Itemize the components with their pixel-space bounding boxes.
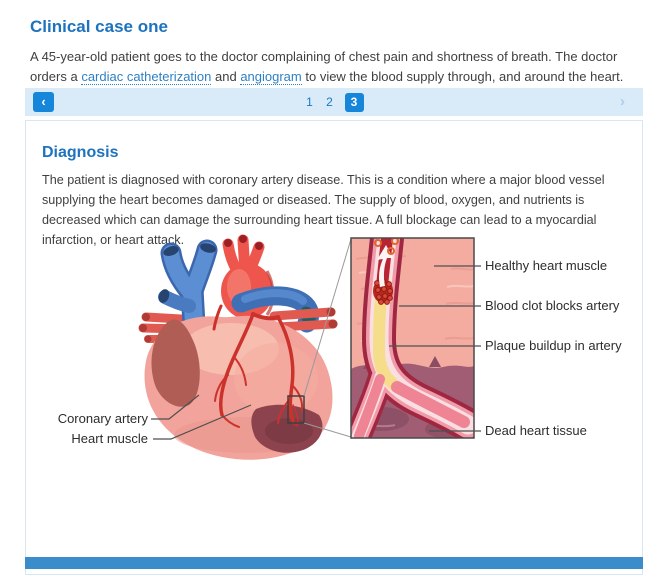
- zoom-source-rectangle: [287, 395, 305, 424]
- pagination-bar: ‹ 1 2 3 ›: [25, 88, 643, 116]
- angiogram-link[interactable]: angiogram: [240, 69, 302, 85]
- label-blood-clot-blocks-artery: Blood clot blocks artery: [485, 298, 620, 313]
- label-healthy-heart-muscle: Healthy heart muscle: [485, 258, 608, 273]
- vena-cava-blue-vessel: [158, 239, 218, 337]
- heart-body: [144, 315, 333, 460]
- bottom-section-bar: [25, 557, 643, 569]
- intro-text-3: to view the blood supply through, and ar…: [301, 69, 624, 84]
- label-leader-lines: [151, 265, 481, 440]
- label-heart-muscle: Heart muscle: [71, 431, 148, 446]
- diagnosis-title: Diagnosis: [42, 144, 119, 162]
- blood-flow-arrow: [377, 245, 393, 287]
- chevron-right-icon: ›: [620, 93, 625, 110]
- previous-page-button[interactable]: ‹: [33, 92, 54, 112]
- page-number-2[interactable]: 2: [326, 95, 333, 109]
- page-number-list: 1 2 3: [25, 88, 643, 116]
- page-number-1[interactable]: 1: [306, 95, 313, 109]
- next-page-button[interactable]: ›: [612, 92, 633, 112]
- label-plaque-buildup-in-artery: Plaque buildup in artery: [485, 338, 622, 353]
- inset-connector-lines: [303, 238, 352, 438]
- heart-figure: Healthy heart muscle Blood clot blocks a…: [31, 229, 641, 471]
- page-title: Clinical case one: [30, 17, 168, 37]
- chevron-left-icon: ‹: [41, 94, 46, 109]
- heart-diagram-illustration: [138, 234, 481, 460]
- intro-paragraph: A 45-year-old patient goes to the doctor…: [30, 47, 630, 87]
- artery-inset: [350, 237, 475, 439]
- intro-text-2: and: [211, 69, 241, 84]
- label-coronary-artery: Coronary artery: [57, 411, 148, 426]
- diagnosis-panel: Diagnosis The patient is diagnosed with …: [25, 120, 643, 575]
- intro-text-1: A 45-year-old patient goes to the doctor…: [30, 49, 618, 84]
- cardiac-catheterization-link[interactable]: cardiac catheterization: [81, 69, 212, 85]
- red-blood-cells: [374, 238, 399, 255]
- page-number-3-active[interactable]: 3: [344, 92, 364, 112]
- blood-clot: [373, 278, 393, 305]
- diagnosis-paragraph: The patient is diagnosed with coronary a…: [42, 172, 605, 247]
- label-dead-heart-tissue: Dead heart tissue: [485, 423, 587, 438]
